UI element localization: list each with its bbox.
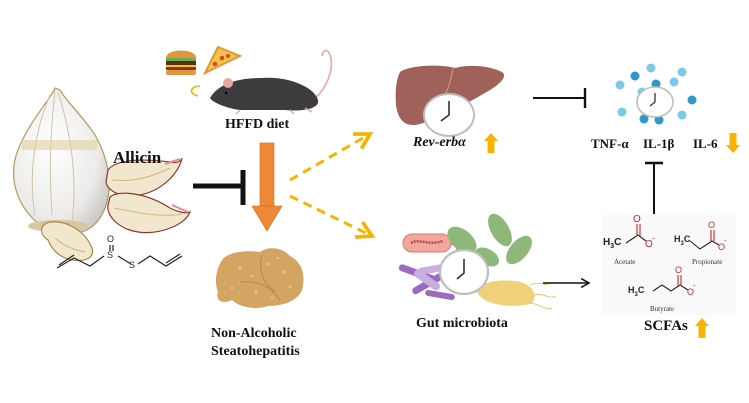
butyrate-oxygen-charged: O [687,287,695,297]
cytokine-label-il1b: IL-1β [643,136,675,151]
acetate-structure [625,224,647,244]
butyrate-label: Butyrate [650,305,675,313]
eating-motion-icon [190,85,201,97]
fatty-liver-icon [215,248,304,308]
cytokine-down-arrow [726,133,740,153]
propionate-h3c: H3C [674,234,690,247]
nash-label-line2: Steatohepatitis [211,344,300,359]
propionate-oxygen-top: O [708,220,716,230]
cytokine-dot [677,110,687,120]
down-arrow-shape [726,133,740,153]
gut-microbiota-icon [398,213,557,309]
inhibit-allicin-arrow [193,170,246,205]
cytokine-dot [677,67,687,77]
dashed-arrow-to-gut [289,194,376,239]
propionate-label: Propionate [692,258,723,266]
butyrate-c: C [637,285,645,295]
clock-icon-liver [423,93,475,137]
acetate-sub: 3 [610,243,615,250]
dashed-arrow-to-liver [289,132,374,182]
up-arrow-shape [695,318,709,338]
cytokine-label-il6: IL-6 [693,136,718,151]
propionate-charge: - [724,236,727,245]
cytokine-dot [630,71,640,81]
cytokine-label-tnf: TNF-α [591,136,629,151]
mouse-icon [210,49,333,115]
allicin-structure [56,245,183,269]
garlic-bulb-icon [13,87,110,235]
butyrate-structure [652,275,689,292]
acetate-oxygen-charged: O [645,239,653,250]
cytokine-dot [615,80,625,90]
allicin-oxygen-atom: O [107,234,115,244]
allicin-sulfur-atom-1: S [107,250,114,260]
allicin-sulfur-atom-2: S [129,260,136,270]
gut-microbiota-label: Gut microbiota [416,316,508,331]
pizza-icon [202,45,243,76]
propionate-sub: 3 [680,240,684,247]
acetate-label: Acetate [614,258,636,266]
butyrate-sub: 3 [634,291,638,298]
clock-icon-gut [438,248,490,296]
acetate-c: C [614,237,622,248]
acetate-h: H [603,237,611,248]
butyrate-h3c: H3C [628,285,644,298]
nash-label-line1: Non-Alcoholic [211,326,297,341]
propionate-oxygen-charged: O [718,242,726,252]
acetate-h3c: H3C [603,237,621,250]
scfa-up-arrow [695,318,709,338]
burger-icon [166,50,196,75]
cytokine-dot [617,107,627,117]
propionate-structure [689,230,720,250]
propionate-c: C [683,234,691,244]
cytokine-dot [687,95,697,105]
hffd-diet-label: HFFD diet [225,117,290,132]
allicin-label: Allicin [113,148,162,167]
butyrate-h: H [628,285,635,295]
butyrate-charge: - [693,281,696,290]
rev-erba-up-arrow [484,133,498,153]
clock-icon-cytokine [636,86,674,118]
up-arrow-shape [484,133,498,153]
cytokine-dot [669,77,679,87]
liver-inhibit-arrow [533,88,587,108]
scfas-label: SCFAs [644,318,688,334]
garlic-cloves-icon [105,157,192,234]
acetate-oxygen-top: O [633,214,641,225]
cytokine-dot [654,115,664,125]
diet-induce-arrow [251,142,283,232]
garlic-clove-icon [40,221,94,262]
cytokine-dot [646,63,656,73]
propionate-h: H [674,234,681,244]
cytokine-dot [639,114,649,124]
rev-erba-label: Rev-erbα [413,135,466,150]
acetate-charge: - [652,233,655,243]
butyrate-oxygen-top: O [675,265,683,275]
